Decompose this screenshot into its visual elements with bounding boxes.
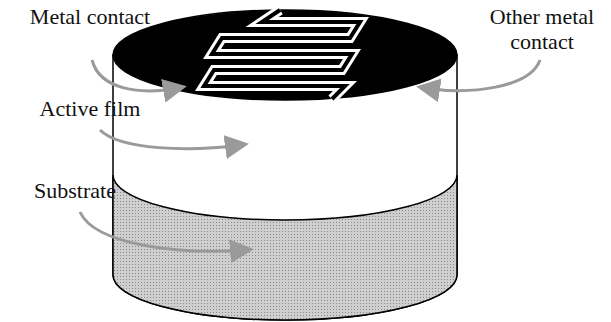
part-label: Other metal contact: [478, 4, 606, 54]
part-label: Metal contact: [25, 4, 155, 29]
leader-arrow: [100, 130, 240, 149]
part-label: Substrate: [15, 178, 135, 203]
electrode-gap: [204, 10, 360, 99]
leader-arrow: [80, 212, 245, 251]
part-label: Active film: [20, 96, 160, 121]
leader-arrow: [92, 60, 178, 91]
leader-arrow: [425, 60, 540, 91]
metal-contact-top: [113, 10, 457, 100]
electrode-gap-inner: [204, 10, 360, 99]
